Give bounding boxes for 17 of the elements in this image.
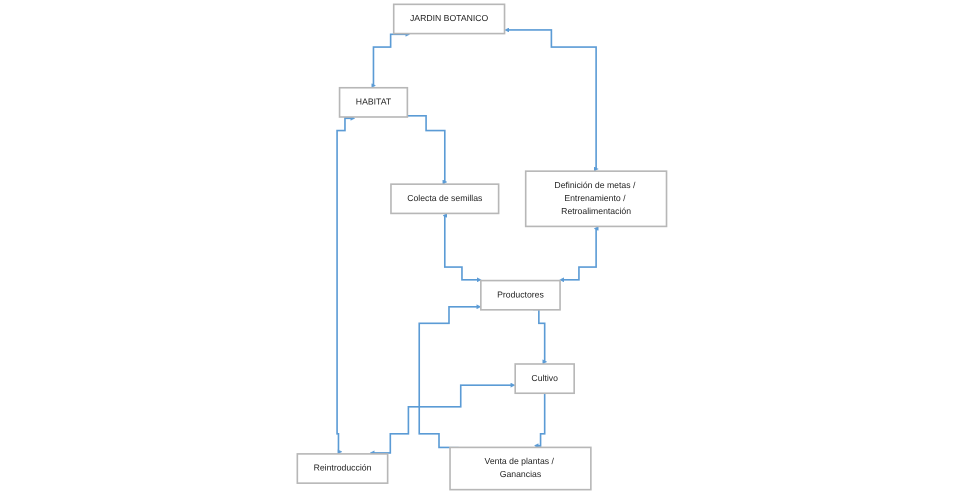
arrow xyxy=(559,226,599,282)
node-box: Productores xyxy=(480,280,561,311)
arrow xyxy=(336,116,356,454)
node-box: HABITAT xyxy=(338,86,408,118)
arrow xyxy=(370,382,516,456)
node-box: Venta de plantas / Ganancias xyxy=(449,446,592,490)
arrow xyxy=(534,392,546,448)
node-box: Colecta de semillas xyxy=(390,183,500,214)
arrow xyxy=(407,114,448,184)
arrow xyxy=(442,213,482,282)
arrow xyxy=(418,304,482,448)
node-box: Definición de metas / Entrenamiento / Retroalimentación xyxy=(524,170,668,228)
arrow xyxy=(371,32,410,88)
node-box: Reintroducción xyxy=(296,453,389,484)
node-box: Cultivo xyxy=(514,363,576,394)
node-box: JARDIN BOTANICO xyxy=(392,4,506,34)
arrow xyxy=(504,28,599,172)
